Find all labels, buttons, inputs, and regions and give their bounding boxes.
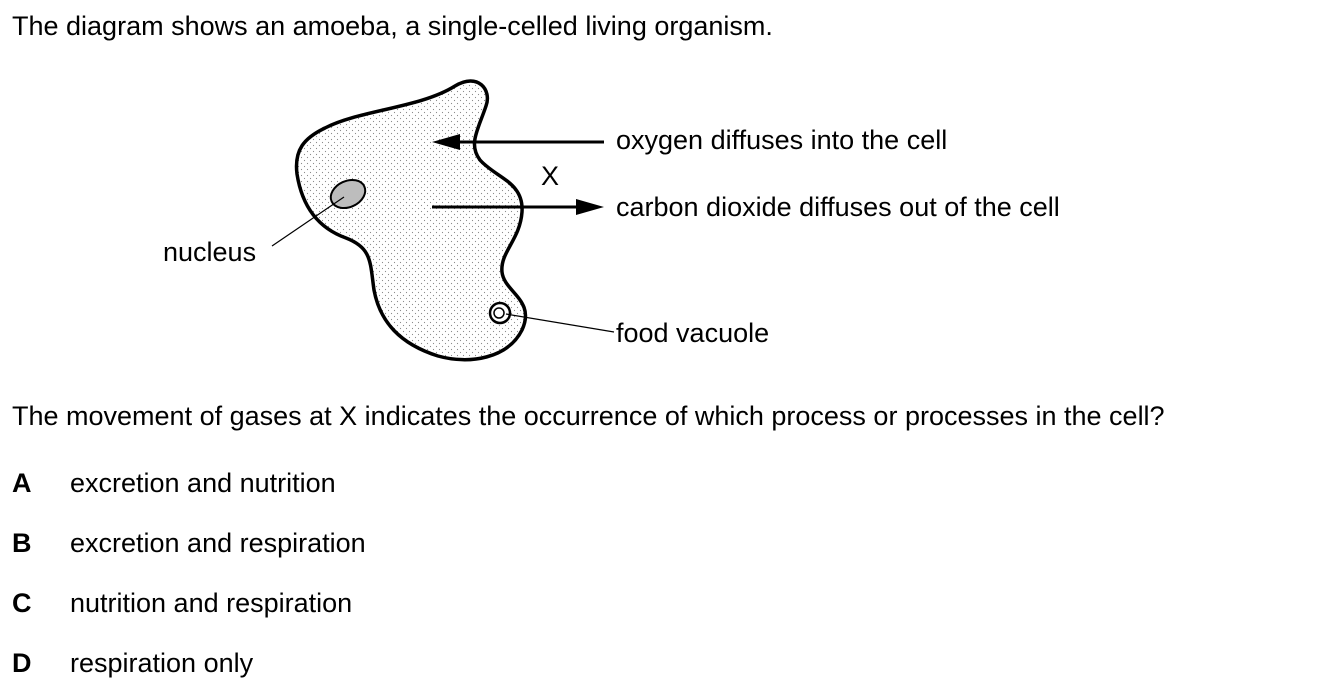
carbon-dioxide-label: carbon dioxide diffuses out of the cell <box>616 192 1060 222</box>
carbon-dioxide-arrow <box>432 199 604 215</box>
nucleus-label: nucleus <box>163 237 256 267</box>
option-text: nutrition and respiration <box>70 588 353 618</box>
option-letter: B <box>12 528 32 558</box>
option-text: respiration only <box>70 648 254 678</box>
amoeba-diagram: nucleus food vacuole oxygen diffuses int… <box>163 79 1060 362</box>
option-letter: D <box>12 648 32 678</box>
x-marker: X <box>541 161 559 191</box>
amoeba-cell <box>294 79 528 362</box>
option-text: excretion and respiration <box>70 528 366 558</box>
option-letter: A <box>12 468 32 498</box>
oxygen-label: oxygen diffuses into the cell <box>616 125 947 155</box>
intro-text: The diagram shows an amoeba, a single-ce… <box>12 11 773 41</box>
nucleus <box>329 178 367 210</box>
food-vacuole <box>488 301 512 325</box>
option-letter: C <box>12 588 32 618</box>
option-text: excretion and nutrition <box>70 468 336 498</box>
question-text: The movement of gases at X indicates the… <box>12 401 1165 431</box>
vacuole-label: food vacuole <box>616 318 769 348</box>
oxygen-arrow <box>432 134 604 150</box>
vacuole-leader-line <box>505 313 615 333</box>
nucleus-leader-line <box>271 196 345 247</box>
